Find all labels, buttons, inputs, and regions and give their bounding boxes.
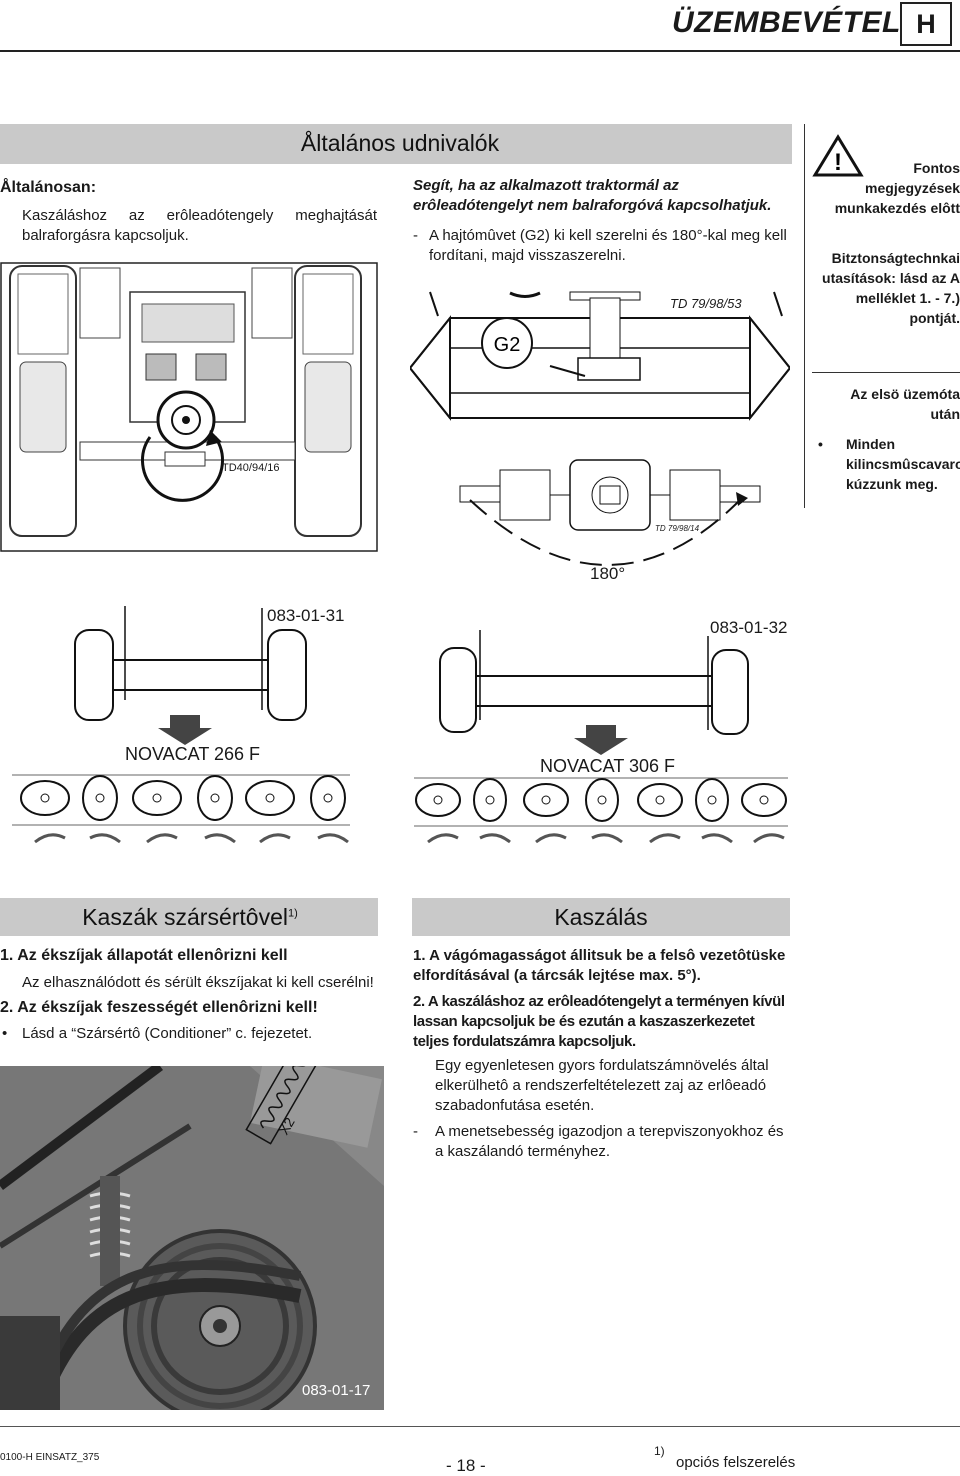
- conditioner-belt-photo: [0, 1066, 384, 1410]
- general-middle-dash-mark: -: [413, 227, 418, 244]
- conditioner-title-sup: 1): [288, 907, 298, 920]
- general-middle-bold: Segít, ha az alkalmazott traktormál az e…: [413, 177, 772, 214]
- gearbox-rotated-figure: [440, 440, 780, 590]
- gearbox-figure-code: TD 79/98/53: [670, 296, 742, 311]
- conditioner-section-bar: [0, 898, 378, 936]
- svg-text:!: !: [834, 149, 842, 176]
- mower-306-model: NOVACAT 306 F: [540, 756, 676, 776]
- general-section-title: Åltalános udnivalók: [300, 130, 500, 156]
- conditioner-item1-text: Az elhasználódott és sérült ékszíjakat k…: [22, 974, 374, 991]
- general-middle-dash: A hajtómûvet (G2) ki kell szerelni és 18…: [429, 227, 787, 264]
- conditioner-section-title: Kaszák szársértôvel1): [60, 904, 320, 931]
- general-section-bar: [0, 124, 792, 164]
- footer-footnote-mark: 1): [654, 1444, 665, 1458]
- mower-306-figure: [410, 610, 790, 850]
- conditioner-item1-title: 1. Az ékszíjak állapotát ellenôrizni kel…: [0, 947, 288, 964]
- conditioner-item2-title: 2. Az ékszíjak feszességét ellenôrizni k…: [0, 999, 318, 1016]
- mower-266-figure: [0, 600, 380, 850]
- sidebar-safety-text: Bitztonságtechnkai utasítások: lásd az A…: [822, 250, 960, 326]
- warning-icon: !: [812, 134, 864, 178]
- conditioner-title-text: Kaszák szársértôvel: [82, 904, 289, 930]
- gearbox-label: G2: [494, 334, 521, 356]
- sidebar-bullet: Minden kilincsmûscavarozást kúzzunk meg.: [846, 436, 960, 492]
- mowing-item1: 1. A vágómagasságot állitsuk be a felsô …: [413, 947, 786, 984]
- sidebar-warning-text: Fontos megjegyzések munkakezdés elôtt: [834, 160, 960, 216]
- sidebar-divider: [804, 124, 805, 508]
- footer-rule: [0, 1426, 960, 1427]
- gearbox-rotated-code: TD 79/98/14: [655, 524, 700, 533]
- footer-doc-code: 0100-H EINSATZ_375: [0, 1452, 100, 1463]
- sidebar-rule: [812, 372, 960, 373]
- sidebar-after-first: Az elsö üzemóta után: [850, 386, 960, 422]
- rotation-label: 180°: [590, 564, 626, 583]
- mower-266-model: NOVACAT 266 F: [125, 744, 261, 764]
- general-left-text: Kaszáláshoz az erôleadótengely meghajtás…: [22, 207, 377, 244]
- mowing-section-title: Kaszálás: [554, 904, 648, 930]
- mower-266-code: 083-01-31: [267, 606, 345, 625]
- mowing-dash: A menetsebesség igazodjon a terepviszony…: [435, 1123, 784, 1160]
- header-title: ÜZEMBEVÉTEL: [672, 6, 901, 39]
- conditioner-bullet-mark: •: [2, 1025, 8, 1042]
- header-language-box: H: [900, 2, 952, 46]
- footer-page-number: - 18 -: [446, 1456, 486, 1475]
- mowing-item2: 2. A kaszáláshoz az erôleadótengelyt a t…: [413, 993, 785, 1050]
- footer-footnote-text: opciós felszerelés: [676, 1454, 796, 1471]
- photo-code: 083-01-17: [302, 1382, 371, 1399]
- mowing-para: Egy egyenletesen gyors fordulatszámnövel…: [435, 1057, 769, 1114]
- tractor-figure-code: TD40/94/16: [222, 462, 280, 474]
- page-header: ÜZEMBEVÉTEL H: [0, 0, 960, 48]
- conditioner-bullet: Lásd a “Szársértô (Conditioner” c. fejez…: [22, 1025, 313, 1042]
- mower-306-code: 083-01-32: [710, 618, 788, 637]
- header-rule: [0, 50, 960, 52]
- tractor-rear-figure: [0, 262, 378, 552]
- gearbox-figure: G2: [408, 288, 792, 488]
- sidebar-bullet-mark: •: [818, 436, 823, 452]
- general-left-heading: Åltalánosan:: [0, 179, 97, 196]
- mowing-section-bar: [412, 898, 790, 936]
- mowing-dash-mark: -: [413, 1123, 418, 1140]
